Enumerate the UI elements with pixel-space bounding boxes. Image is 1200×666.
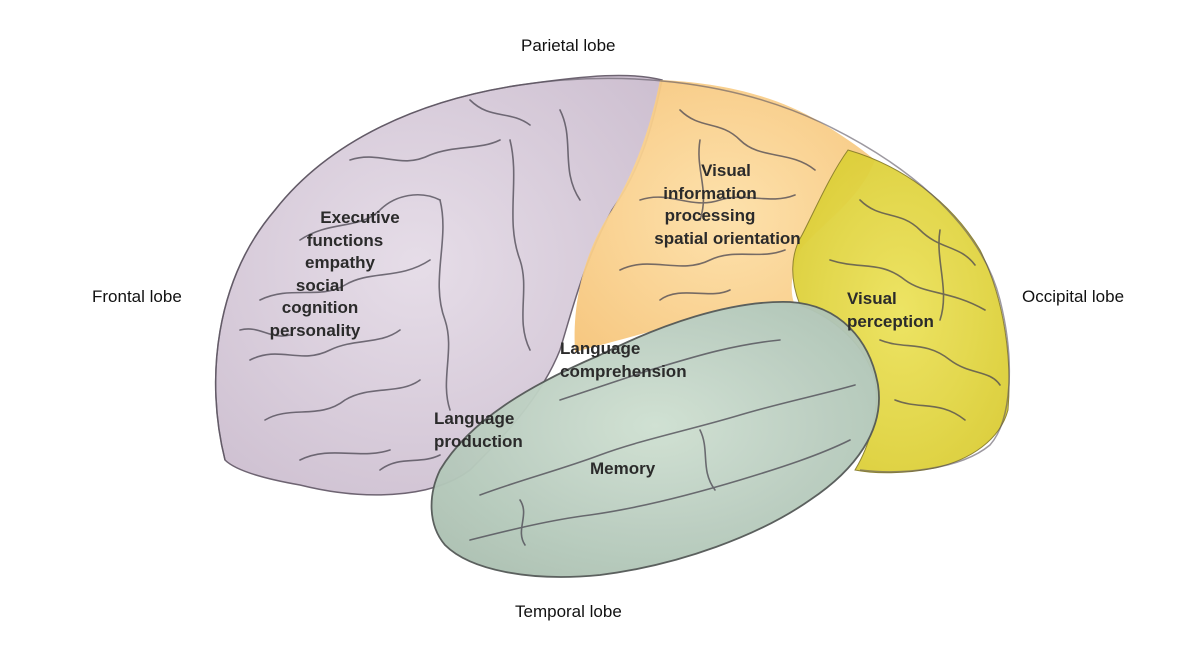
memory-label: Memory [590, 458, 655, 481]
parietal-function-line: information [663, 183, 757, 203]
frontal-function-line: empathy [305, 253, 375, 272]
parietal-lobe-region [574, 80, 875, 352]
brain-outline [214, 77, 1011, 473]
parietal-function-line: spatial orientation [654, 228, 801, 248]
temporal-lobe-region [430, 301, 880, 578]
frontal-function-line: Executive [320, 208, 400, 227]
parietal-function-line: Visual [701, 161, 751, 180]
frontal-lobe-label: Frontal lobe [92, 287, 182, 306]
parietal-function-label: Visual information processing spatial or… [640, 160, 830, 250]
occipital-lobe-region [792, 149, 1010, 474]
frontal-function-label: Executive functions empathy social cogni… [250, 207, 430, 342]
language-comprehension-line: comprehension [560, 361, 687, 381]
frontal-function-line: personality [269, 320, 361, 340]
frontal-function-line: functions [306, 230, 384, 250]
occipital-function-line: perception [847, 311, 934, 331]
language-production-line: Language [434, 409, 515, 428]
frontal-function-line: social [295, 275, 345, 295]
occipital-lobe-label: Occipital lobe [1022, 287, 1125, 306]
occipital-function-line: Visual [847, 289, 897, 308]
language-comprehension-line: Language [560, 339, 641, 358]
language-production-line: production [434, 431, 523, 451]
parietal-lobe-label: Parietal lobe [521, 36, 616, 55]
brain-sulci [239, 99, 1001, 546]
frontal-function-line: cognition [281, 298, 359, 317]
occipital-function-label: Visual perception [847, 288, 934, 333]
language-comprehension-label: Language comprehension [560, 338, 687, 383]
parietal-function-line: processing [664, 206, 756, 225]
language-production-label: Language production [434, 408, 523, 453]
memory-line: Memory [590, 459, 656, 478]
temporal-lobe-label: Temporal lobe [515, 602, 622, 621]
